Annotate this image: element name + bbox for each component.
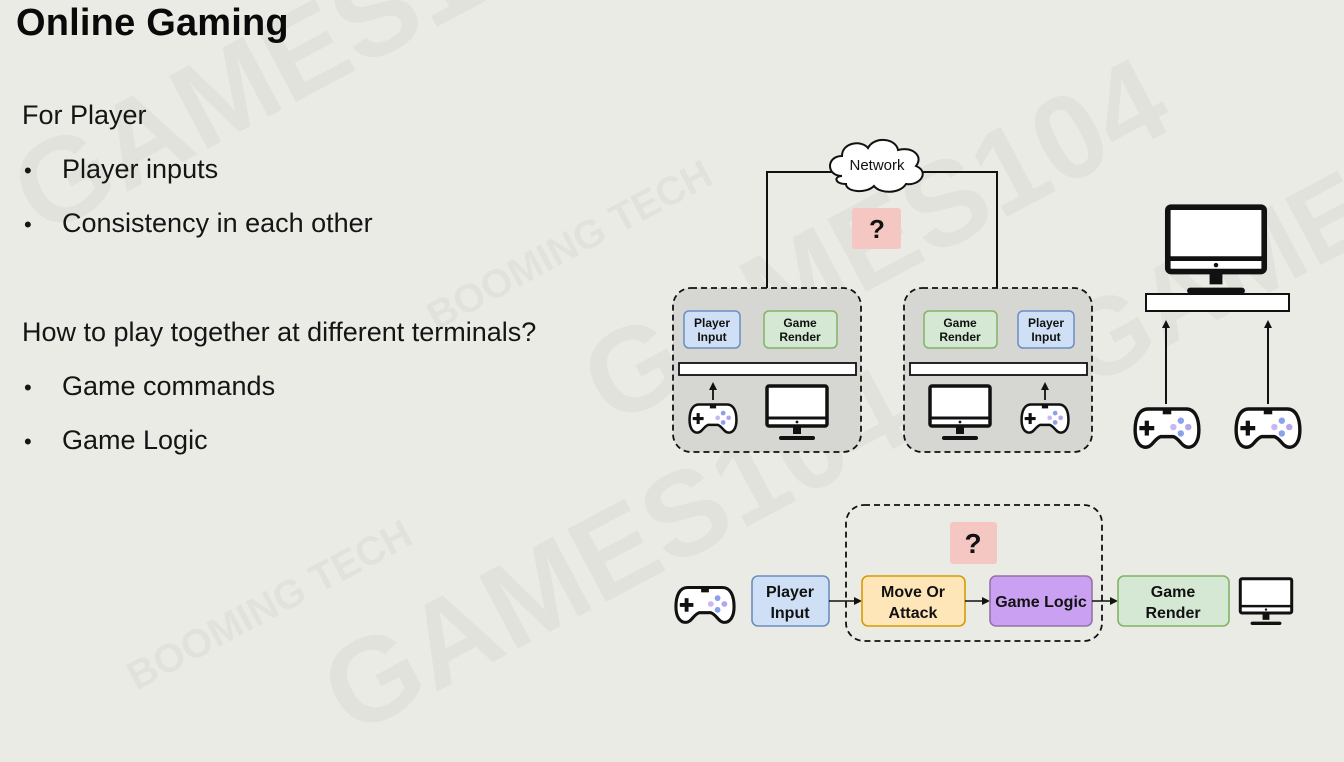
game-render-label: Game <box>943 316 977 330</box>
right-terminal: Game Render Player Input <box>903 287 1093 453</box>
top-question-box: ? <box>852 208 901 249</box>
bullet-dot: • <box>24 158 32 183</box>
game-render-box <box>1117 575 1230 627</box>
online-gaming-diagram: Network ? Player Input Game Render Game … <box>672 139 1302 642</box>
left-terminal: Player Input Game Render <box>672 287 862 453</box>
player-input-box <box>1017 310 1075 349</box>
network-links <box>766 171 998 290</box>
bullet-game-logic: Game Logic <box>62 425 208 455</box>
bottom-question-box <box>950 522 997 564</box>
game-render-label: Game <box>1151 584 1196 601</box>
move-or-attack-label: Attack <box>889 605 938 622</box>
bullet-dot: • <box>24 375 32 400</box>
player-input-label: Player <box>1028 316 1064 330</box>
shared-terminal <box>1133 207 1302 449</box>
bottom-pipeline: ? Player Input Move Or Attack Game Logic… <box>674 504 1294 642</box>
player-input-label: Input <box>697 330 726 344</box>
cloud-icon: Network <box>829 139 924 193</box>
gamepad-icon <box>674 585 736 625</box>
bullet-player-inputs: Player inputs <box>62 154 219 184</box>
bullet-game-commands: Game commands <box>62 371 276 401</box>
game-render-box <box>763 310 838 349</box>
game-render-label: Render <box>939 330 981 344</box>
game-logic-label: Game Logic <box>995 594 1087 611</box>
monitor-icon <box>1238 577 1294 625</box>
player-input-box <box>683 310 741 349</box>
player-input-label: Player <box>694 316 730 330</box>
monitor-icon <box>1168 207 1264 291</box>
gamepad-icon <box>1133 407 1201 449</box>
question-mark: ? <box>964 528 981 559</box>
terminal-bar <box>678 362 857 376</box>
player-input-label: Input <box>770 605 810 622</box>
terminal-bar <box>909 362 1088 376</box>
gamepad-icon <box>1234 407 1302 449</box>
question-mark: ? <box>869 214 885 244</box>
player-input-label: Player <box>766 584 814 601</box>
game-render-label: Render <box>1145 605 1200 622</box>
game-render-label: Game <box>783 316 817 330</box>
cloud-label: Network <box>849 157 905 174</box>
unknown-region <box>845 504 1103 642</box>
move-or-attack-label: Move Or <box>881 584 945 601</box>
page-title: Online Gaming <box>16 2 289 44</box>
section2-heading: How to play together at different termin… <box>22 317 537 347</box>
bullet-dot: • <box>24 429 32 454</box>
bullet-consistency: Consistency in each other <box>62 208 373 238</box>
player-input-label: Input <box>1031 330 1060 344</box>
game-render-label: Render <box>779 330 821 344</box>
game-render-box <box>923 310 998 349</box>
section1-heading: For Player <box>22 100 147 130</box>
terminal-bar <box>1145 293 1290 312</box>
bullet-dot: • <box>24 212 32 237</box>
